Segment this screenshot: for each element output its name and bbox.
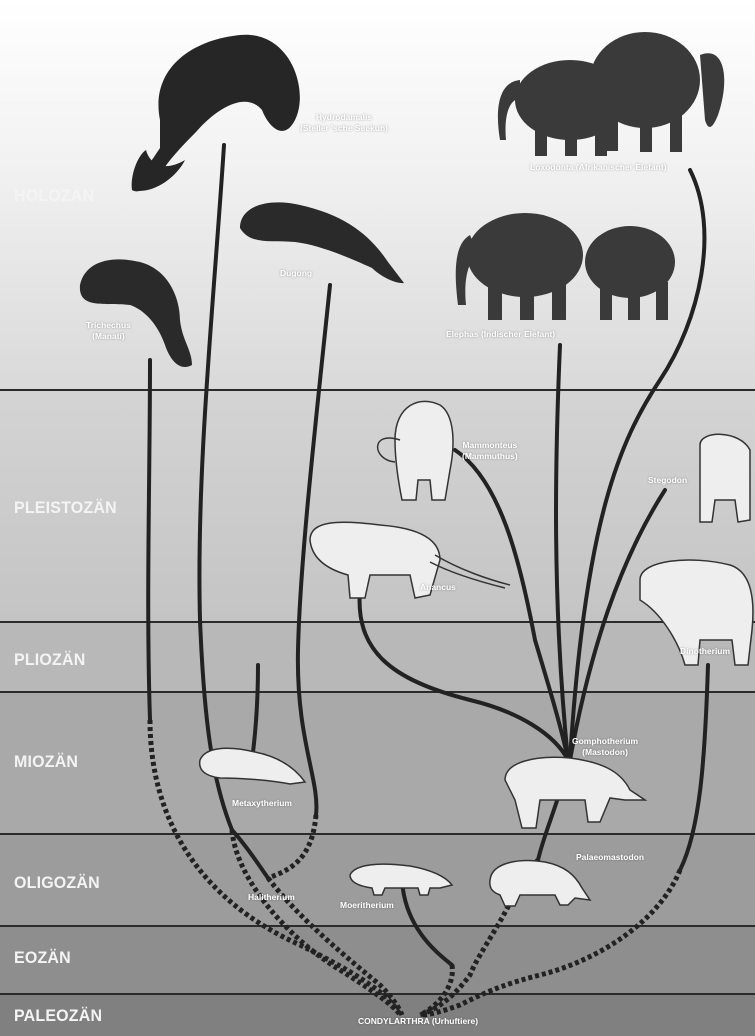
label-hydrodamalis: Hydrodamalis (Steller 'sche Seekuh) xyxy=(300,112,388,134)
label-gomphotherium-name: Gomphotherium xyxy=(572,736,638,747)
label-hydrodamalis-name: Hydrodamalis xyxy=(300,112,388,123)
gomphotherium-silhouette xyxy=(505,757,645,828)
epoch-label-miozaen: MIOZÄN xyxy=(14,752,78,772)
label-metaxytherium: Metaxytherium xyxy=(232,798,292,809)
lineage-hydrodamalis xyxy=(199,145,232,830)
label-mammonteus: Mammonteus (Mammuthus) xyxy=(462,440,518,462)
lineage-trichechus xyxy=(148,360,150,720)
stegodon-silhouette xyxy=(700,434,750,522)
label-dugong: Dugong xyxy=(280,268,312,279)
moeritherium-silhouette xyxy=(350,864,452,895)
label-anancus: Anancus xyxy=(420,582,456,593)
dugong-silhouette xyxy=(240,202,404,283)
epoch-label-pliozaen: PLIOZÄN xyxy=(14,650,85,670)
label-loxodonta: Loxodonta (Afrikanischer Elefant) xyxy=(530,162,667,173)
label-stegodon: Stegodon xyxy=(648,475,687,486)
lineage-anancus xyxy=(360,590,568,760)
loxodonta-silhouette xyxy=(498,32,724,156)
lineage-dugong-root xyxy=(268,815,316,878)
label-mammonteus-common: (Mammuthus) xyxy=(462,451,518,462)
label-dinotherium: Dinotherium xyxy=(680,646,730,657)
label-hydrodamalis-common: (Steller 'sche Seekuh) xyxy=(300,123,388,134)
label-trichechus-name: Trichechus xyxy=(86,320,131,331)
label-gomphotherium: Gomphotherium (Mastodon) xyxy=(572,736,638,758)
label-trichechus-common: (Manati) xyxy=(86,331,131,342)
epoch-label-holozaen: HOLOZÄN xyxy=(14,186,94,206)
label-palaeomastodon: Palaeomastodon xyxy=(576,852,644,863)
label-halitherium: Halitherium xyxy=(248,892,295,903)
label-trichechus: Trichechus (Manati) xyxy=(86,320,131,342)
label-condylarthra: CONDYLARTHRA (Urhuftiere) xyxy=(358,1016,478,1027)
epoch-label-eozaen: EOZÄN xyxy=(14,948,71,968)
lineage-elephas xyxy=(556,345,568,760)
lineage-dinotherium xyxy=(680,665,708,870)
label-gomphotherium-common: (Mastodon) xyxy=(572,747,638,758)
mammonteus-silhouette xyxy=(395,401,453,500)
trichechus-silhouette xyxy=(80,259,192,367)
label-elephas: Elephas (Indischer Elefant) xyxy=(446,329,555,340)
palaeomastodon-silhouette xyxy=(490,861,590,906)
epoch-label-oligozaen: OLIGOZÄN xyxy=(14,873,100,893)
label-mammonteus-name: Mammonteus xyxy=(462,440,518,451)
epoch-label-paleozaen: PALEOZÄN xyxy=(14,1006,102,1026)
lineage-metaxytherium xyxy=(252,665,258,760)
elephas-silhouette xyxy=(456,213,675,320)
label-moeritherium: Moeritherium xyxy=(340,900,394,911)
epoch-label-pleistozaen: PLEISTOZÄN xyxy=(14,498,117,518)
